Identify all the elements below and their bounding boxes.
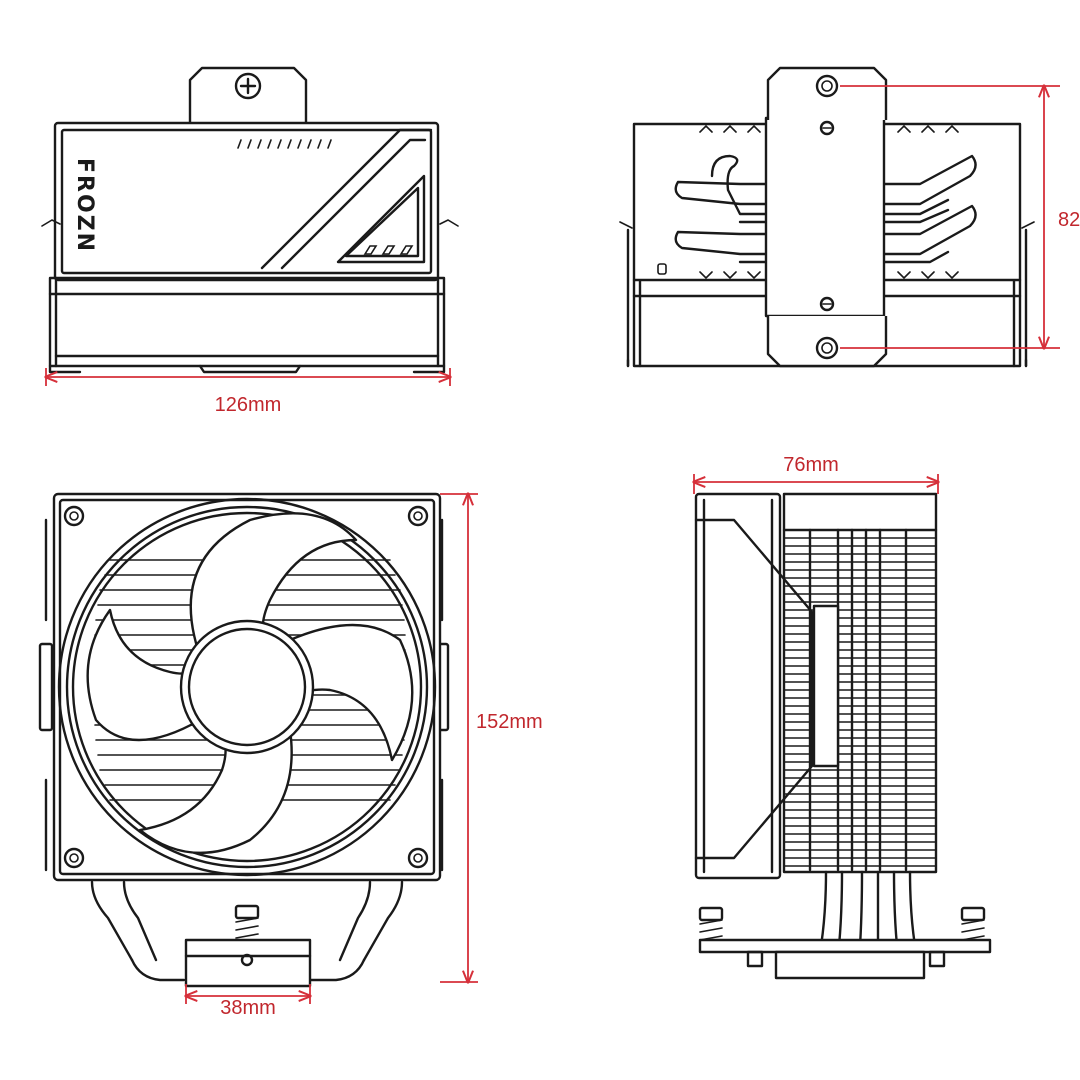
fan-view: 152mm 38mm [38,494,543,1019]
depth-dimension-label: 76mm [783,454,839,476]
shroud-diagonal [260,128,433,270]
base-block [774,950,926,980]
center-plate [764,116,886,318]
spring-screw-icon [698,906,724,941]
screw-icon [815,336,839,360]
screw-icon [407,847,429,869]
profile-view: 76mm [694,454,992,980]
top-bracket [188,66,308,124]
clip-bracket [812,604,840,768]
fan-side [694,492,782,880]
screw-icon [63,847,85,869]
width-dimension-label: 126mm [215,394,282,416]
brand-logo-text: FROZN [72,158,97,253]
spring-screw-icon [234,904,260,967]
front-view: FROZN 126mm [41,66,459,416]
side-frame [632,122,1022,368]
heatsink-body [48,276,446,368]
base-width-dimension-label: 38mm [220,997,276,1019]
mounting-bar [698,938,992,954]
fan-clip [694,518,814,860]
screw-icon [234,72,262,100]
heatsink-fins [782,528,938,874]
fan-blades [86,512,414,855]
fan-hub [179,619,315,755]
fan-height-dimension-label: 152mm [476,711,543,733]
shroud-vents [237,139,332,149]
side-view: 82 [619,66,1080,368]
screw-icon [63,505,85,527]
screw-icon [819,120,835,136]
heatsink-top [782,492,938,532]
height-dimension-label: 82 [1058,209,1080,231]
shroud [53,121,440,282]
screw-icon [407,505,429,527]
screw-icon [819,296,835,312]
spring-screw-icon [960,906,986,941]
screw-icon [815,74,839,98]
base-plate [184,938,312,988]
